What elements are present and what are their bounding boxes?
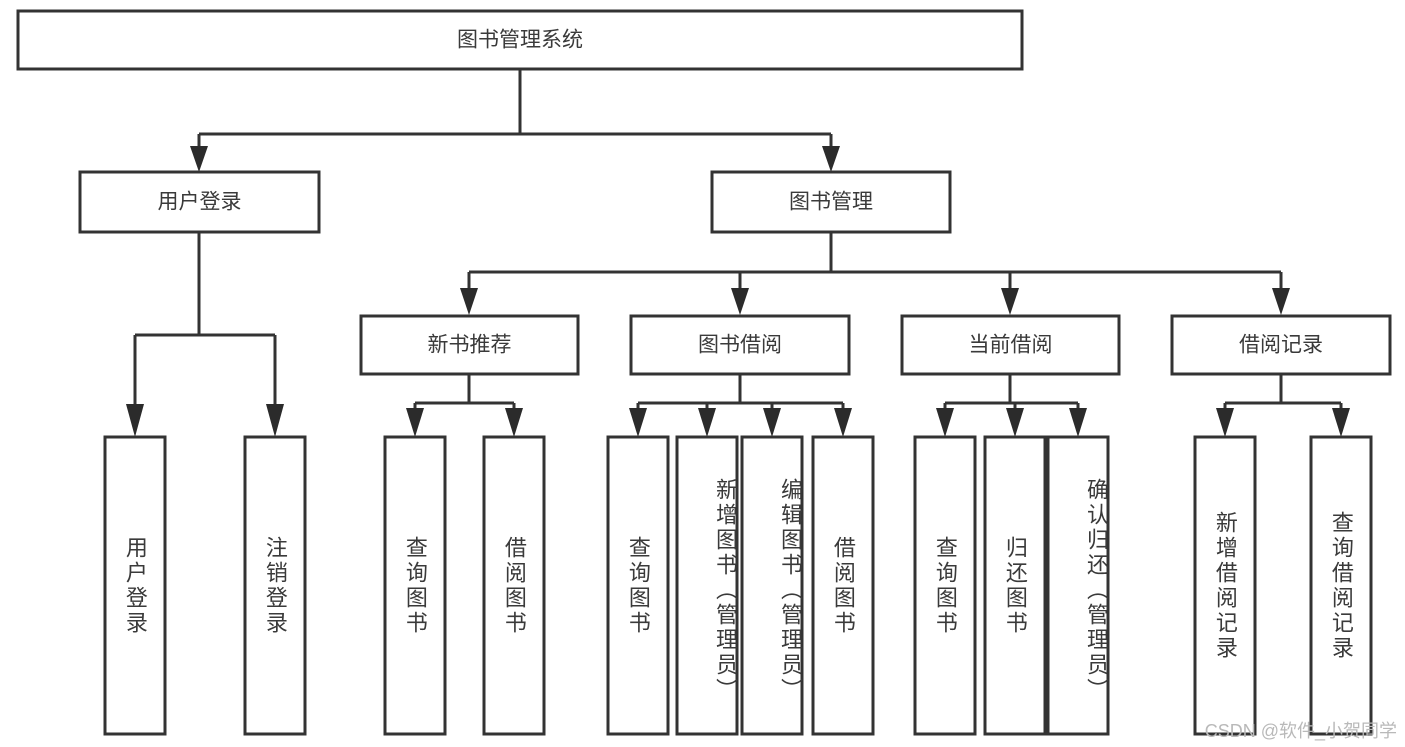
arrow-head-borrowrecord-leaf-1 — [1216, 408, 1234, 437]
node-label-root: 图书管理系统 — [457, 29, 583, 52]
node-label-user-login: 用户登录 — [158, 191, 242, 214]
connector-group-current-borrow — [936, 374, 1087, 437]
leaf-box-book-borrow-1[interactable] — [606, 435, 670, 736]
connector-group-book-borrow — [629, 374, 852, 437]
leaf-box-borrow-record-2[interactable] — [1309, 435, 1373, 736]
leaf-box-user-login-2[interactable] — [243, 435, 307, 736]
arrow-head-book-borrow — [731, 288, 749, 315]
node-box-new-book-recommend[interactable] — [359, 314, 580, 376]
node-box-borrow-record[interactable] — [1170, 314, 1392, 376]
node-box-user-login[interactable] — [78, 170, 321, 234]
connector-group-new-book-recommend — [406, 374, 523, 437]
leaf-box-new-book-recommend-2[interactable] — [482, 435, 546, 736]
leaf-box-current-borrow-1[interactable] — [913, 435, 977, 736]
arrow-head-new-book-recommend — [460, 288, 478, 315]
leaf-box-book-borrow-4[interactable] — [811, 435, 875, 736]
node-label-new-book-recommend: 新书推荐 — [428, 334, 512, 357]
arrow-head-user-login — [190, 146, 208, 172]
arrow-head-currentborrow-leaf-1 — [936, 408, 954, 437]
leaf-box-book-borrow-2[interactable] — [675, 435, 739, 736]
connector-group-borrow-record — [1216, 374, 1350, 437]
node-box-book-manage[interactable] — [710, 170, 952, 234]
arrow-head-book-manage — [822, 146, 840, 172]
arrow-head-newbook-leaf-2 — [505, 408, 523, 437]
arrow-head-borrow-record — [1272, 288, 1290, 315]
node-label-book-borrow: 图书借阅 — [698, 334, 782, 357]
arrow-head-current-borrow — [1001, 288, 1019, 315]
node-label-book-manage: 图书管理 — [789, 191, 873, 214]
arrow-head-newbook-leaf-1 — [406, 408, 424, 437]
arrow-head-bookborrow-leaf-3 — [763, 408, 781, 437]
node-label-borrow-record: 借阅记录 — [1239, 334, 1323, 357]
node-label-current-borrow: 当前借阅 — [969, 334, 1053, 357]
leaf-box-borrow-record-1[interactable] — [1193, 435, 1257, 736]
connector-group-root — [190, 69, 840, 172]
arrow-head-currentborrow-leaf-2 — [1006, 408, 1024, 437]
arrow-head-bookborrow-leaf-2 — [698, 408, 716, 437]
arrow-head-leaf-logout — [266, 404, 284, 437]
connector-group-book-manage — [460, 232, 1290, 315]
node-box-root[interactable] — [16, 9, 1024, 71]
watermark-text: CSDN @软件_小贺同学 — [1204, 721, 1397, 741]
arrow-head-borrowrecord-leaf-2 — [1332, 408, 1350, 437]
leaf-box-user-login-1[interactable] — [103, 435, 167, 736]
leaf-box-current-borrow-2[interactable] — [983, 435, 1047, 736]
arrow-head-currentborrow-leaf-3 — [1069, 408, 1087, 437]
leaf-box-current-borrow-3[interactable] — [1046, 435, 1110, 736]
node-box-current-borrow[interactable] — [900, 314, 1121, 376]
arrow-head-leaf-user-login — [126, 404, 144, 437]
leaf-box-new-book-recommend-1[interactable] — [383, 435, 447, 736]
node-box-book-borrow[interactable] — [629, 314, 851, 376]
leaf-box-book-borrow-3[interactable] — [740, 435, 804, 736]
arrow-head-bookborrow-leaf-1 — [629, 408, 647, 437]
connector-group-user-login — [126, 232, 284, 437]
arrow-head-bookborrow-leaf-4 — [834, 408, 852, 437]
